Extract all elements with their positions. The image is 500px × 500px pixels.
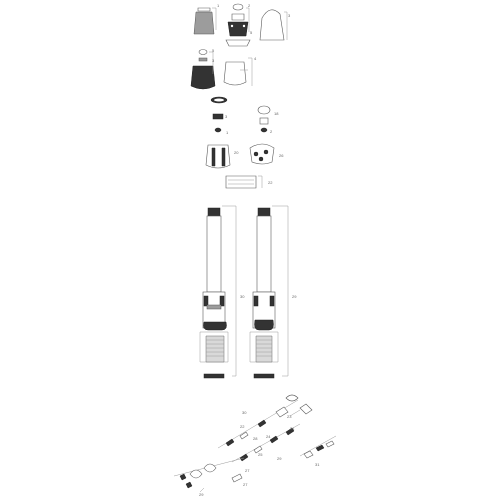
label-20: 20 bbox=[234, 150, 239, 155]
label-27b: 27 bbox=[243, 482, 248, 487]
label-26: 26 bbox=[279, 153, 284, 158]
bearing-hub bbox=[225, 3, 251, 47]
castle-nuts bbox=[205, 143, 275, 169]
label-3b: 3 bbox=[212, 58, 215, 63]
label-29a: 29 bbox=[292, 294, 297, 299]
label-28: 28 bbox=[253, 436, 258, 441]
label-23: 23 bbox=[287, 414, 292, 419]
label-30a: 30 bbox=[240, 294, 245, 299]
label-1b: 1 bbox=[226, 130, 229, 135]
top-cap-assembly bbox=[193, 7, 217, 35]
label-2: 2 bbox=[248, 3, 251, 8]
damper-cartridge-upper bbox=[217, 394, 301, 449]
fork-leg-right bbox=[249, 205, 289, 379]
bushing bbox=[225, 175, 263, 189]
label-30b: 30 bbox=[242, 410, 247, 415]
label-27a: 27 bbox=[245, 468, 250, 473]
label-22b: 22 bbox=[240, 424, 245, 429]
label-24: 24 bbox=[266, 434, 271, 439]
label-25: 25 bbox=[258, 452, 263, 457]
valve-stack-bottom bbox=[173, 457, 245, 493]
label-5a: 5 bbox=[250, 30, 253, 35]
seal-rings bbox=[210, 96, 271, 133]
label-31: 31 bbox=[315, 462, 320, 467]
label-22: 22 bbox=[268, 180, 273, 185]
piston-body bbox=[190, 49, 216, 90]
fork-leg-left bbox=[199, 205, 237, 379]
label-5b: 5 bbox=[212, 48, 215, 53]
label-21: 21 bbox=[290, 426, 295, 431]
valve-housing bbox=[223, 57, 253, 86]
label-1: 1 bbox=[217, 3, 220, 8]
label-3: 3 bbox=[288, 13, 291, 18]
damper-cartridge-lower bbox=[231, 403, 313, 463]
label-29b: 29 bbox=[277, 456, 282, 461]
label-3c: 3 bbox=[225, 114, 228, 119]
cover-shell bbox=[259, 9, 288, 41]
label-29c: 29 bbox=[199, 492, 204, 497]
label-2b: 2 bbox=[270, 129, 273, 134]
label-4: 4 bbox=[254, 56, 257, 61]
label-18: 18 bbox=[274, 111, 279, 116]
valve-stack-right bbox=[299, 435, 337, 459]
